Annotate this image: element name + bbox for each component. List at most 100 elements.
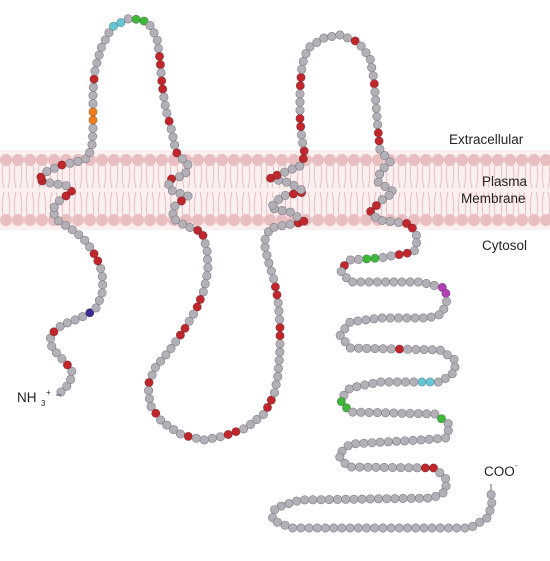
lipid-tail — [193, 164, 203, 189]
amino-acid-residue — [271, 380, 281, 390]
amino-acid-residue — [385, 157, 395, 167]
amino-acid-residue — [346, 462, 356, 472]
amino-acid-residue — [246, 419, 256, 429]
lipid-tail — [421, 164, 431, 189]
amino-acid-residue — [369, 79, 379, 89]
amino-acid-residue — [394, 523, 404, 533]
amino-acid-residue — [85, 148, 95, 158]
lipid-tail — [205, 164, 215, 189]
amino-acid-residue — [413, 409, 423, 419]
amino-acid-residue — [155, 60, 165, 70]
lipid-head — [264, 154, 276, 166]
lipid-head — [228, 154, 240, 166]
amino-acid-residue — [153, 43, 163, 53]
amino-acid-residue — [280, 190, 290, 200]
lipid-head — [192, 154, 204, 166]
amino-acid-residue — [298, 154, 308, 164]
amino-acid-residue — [97, 272, 107, 282]
amino-acid-residue — [370, 523, 380, 533]
amino-acid-residue — [53, 179, 63, 189]
lipid-head — [468, 214, 480, 226]
amino-acid-residue — [361, 48, 371, 58]
amino-acid-residue — [109, 21, 119, 31]
amino-acid-residue — [320, 523, 330, 533]
amino-acid-residue — [172, 148, 182, 158]
lipid-head — [540, 154, 550, 166]
amino-acid-residue — [342, 403, 352, 413]
amino-acid-residue — [365, 54, 375, 64]
amino-acid-residue — [312, 523, 322, 533]
amino-acid-residue — [171, 215, 181, 225]
amino-acid-residue — [373, 128, 383, 138]
lipid-head — [240, 214, 252, 226]
lipid-head — [444, 214, 456, 226]
lipid-tail — [529, 191, 539, 216]
amino-acid-residue — [440, 373, 450, 383]
amino-acid-residue — [359, 438, 369, 448]
lipid-tail — [433, 164, 443, 189]
amino-acid-residue — [297, 64, 307, 74]
amino-acid-residue — [264, 258, 274, 268]
amino-acid-residue — [94, 295, 104, 305]
lipid-tail — [325, 164, 335, 189]
amino-acid-residue — [447, 369, 457, 379]
amino-acid-residue — [49, 327, 59, 337]
amino-acid-residue — [398, 493, 408, 503]
lipid-tail — [337, 191, 347, 216]
amino-acid-residue — [441, 296, 451, 306]
amino-acid-residue — [407, 223, 417, 233]
amino-acid-residue — [406, 493, 416, 503]
lipid-head — [216, 154, 228, 166]
lipid-head — [516, 154, 528, 166]
amino-acid-residue — [150, 362, 160, 372]
amino-acid-residue — [475, 517, 485, 527]
lipid-head — [252, 214, 264, 226]
amino-acid-residue — [298, 138, 308, 148]
amino-acid-residue — [193, 225, 203, 235]
amino-acid-residue — [94, 50, 104, 60]
amino-acid-residue — [54, 196, 64, 206]
amino-acid-residue — [419, 345, 429, 355]
lipid-tail — [37, 191, 47, 216]
amino-acid-residue — [289, 180, 299, 190]
amino-acid-residue — [371, 201, 381, 211]
amino-acid-residue — [260, 234, 270, 244]
amino-acid-residue — [156, 68, 166, 78]
amino-acid-residue — [131, 14, 141, 24]
lipid-head — [192, 214, 204, 226]
amino-acid-residue — [160, 100, 170, 110]
lipid-tail — [145, 164, 155, 189]
amino-acid-residue — [88, 82, 98, 92]
lipid-head — [432, 154, 444, 166]
amino-acid-residue — [62, 381, 72, 391]
lipid-tail — [361, 164, 371, 189]
amino-acid-residue — [361, 315, 371, 325]
amino-acid-residue — [367, 438, 377, 448]
lipid-tail — [241, 191, 251, 216]
amino-acid-residue — [427, 345, 437, 355]
amino-acid-residue — [200, 238, 210, 248]
amino-acid-residue — [96, 263, 106, 273]
amino-acid-residue — [275, 347, 285, 357]
lipid-head — [492, 214, 504, 226]
lipid-tail — [85, 191, 95, 216]
lipid-head — [12, 154, 24, 166]
amino-acid-residue — [348, 277, 358, 287]
amino-acid-residue — [343, 441, 353, 451]
amino-acid-residue — [414, 493, 424, 503]
lipid-tail — [157, 191, 167, 216]
amino-acid-residue — [74, 230, 84, 240]
lipid-head — [24, 154, 36, 166]
lipid-tail — [253, 191, 263, 216]
amino-acid-residue — [66, 374, 76, 384]
amino-acid-residue — [203, 263, 213, 273]
amino-acid-residue — [88, 123, 98, 133]
lipid-head — [396, 154, 408, 166]
amino-acid-residue — [152, 35, 162, 45]
amino-acid-residue — [88, 107, 98, 117]
amino-acid-residue — [381, 408, 391, 418]
lipid-tail — [121, 164, 131, 189]
amino-acid-residue — [288, 523, 298, 533]
amino-acid-residue — [53, 216, 63, 226]
amino-acid-residue — [175, 188, 185, 198]
